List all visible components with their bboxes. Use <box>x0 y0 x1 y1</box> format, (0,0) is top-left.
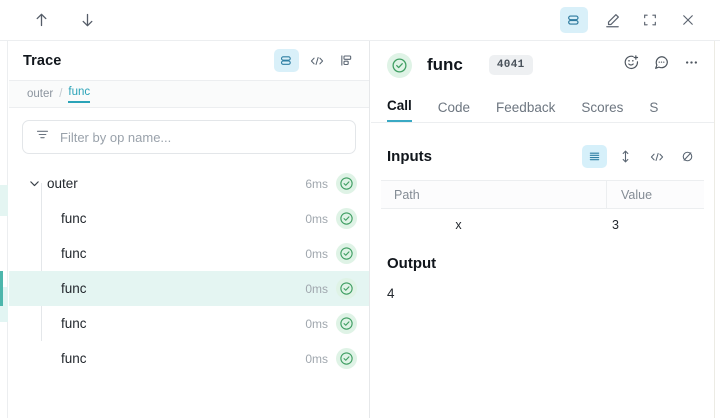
status-success-icon <box>336 173 357 194</box>
stacked-layers-icon[interactable] <box>560 7 588 33</box>
inputs-view-switcher <box>582 145 700 168</box>
filter-icon <box>35 127 50 147</box>
trace-panel: Trace outer / func <box>0 41 370 418</box>
cell-value: 3 <box>612 218 619 232</box>
status-success-icon <box>336 348 357 369</box>
trace-row-meta: 0ms <box>305 313 357 334</box>
breadcrumb-current[interactable]: func <box>68 86 91 103</box>
trace-row-meta: 0ms <box>305 243 357 264</box>
inputs-section-header: Inputs <box>371 123 714 168</box>
filter-container: Filter by op name... <box>9 108 369 164</box>
trace-row-duration: 0ms <box>305 316 328 331</box>
status-success-icon <box>336 208 357 229</box>
arrow-down-icon[interactable] <box>72 7 102 33</box>
filter-input[interactable]: Filter by op name... <box>22 120 356 154</box>
trace-row-func-1[interactable]: func 0ms <box>9 201 369 236</box>
trace-row-duration: 0ms <box>305 351 328 366</box>
trace-row-label: func <box>61 211 87 226</box>
flame-graph-icon[interactable] <box>334 49 359 72</box>
trace-view-switcher <box>274 49 359 72</box>
gutter-marker-selected <box>0 287 8 322</box>
trace-row-label: func <box>61 316 87 331</box>
trace-row-func-4[interactable]: func 0ms <box>9 306 369 341</box>
column-header-path: Path <box>394 187 420 202</box>
comment-icon[interactable] <box>653 54 670 76</box>
more-options-icon[interactable] <box>683 54 700 76</box>
left-gutter <box>0 41 8 418</box>
trace-row-label: func <box>61 351 87 366</box>
list-view-icon[interactable] <box>582 145 607 168</box>
breadcrumb: outer / func <box>9 81 369 108</box>
trace-row-outer[interactable]: outer 6ms <box>9 166 369 201</box>
pen-highlighter-icon[interactable] <box>598 7 626 33</box>
expand-vertical-icon[interactable] <box>613 145 638 168</box>
tab-scores[interactable]: Scores <box>581 100 624 115</box>
top-toolbar <box>0 0 720 41</box>
arrow-up-icon[interactable] <box>26 7 56 33</box>
call-detail-panel: func 4041 Call Code Feedback Scores S <box>371 41 714 418</box>
toolbar-nav-group <box>0 7 102 33</box>
call-header-actions <box>623 54 700 76</box>
tab-call[interactable]: Call <box>387 98 412 122</box>
panel-right-border <box>714 41 715 418</box>
status-success-icon <box>336 243 357 264</box>
add-reaction-icon[interactable] <box>623 54 640 76</box>
filter-placeholder: Filter by op name... <box>60 129 172 145</box>
close-icon[interactable] <box>674 7 702 33</box>
trace-row-func-3-selected[interactable]: func 0ms <box>0 271 369 306</box>
trace-row-duration: 0ms <box>305 211 328 226</box>
status-success-icon <box>336 313 357 334</box>
trace-row-meta: 0ms <box>305 278 357 299</box>
trace-row-label: func <box>61 246 87 261</box>
trace-row-func-2[interactable]: func 0ms <box>9 236 369 271</box>
output-value: 4 <box>387 286 395 301</box>
output-section: Output 4 <box>371 241 714 301</box>
trace-row-label: outer <box>47 176 78 191</box>
trace-row-meta: 0ms <box>305 208 357 229</box>
inputs-table: Path Value x 3 <box>381 180 704 241</box>
trace-row-duration: 0ms <box>305 281 328 296</box>
tab-summary-truncated[interactable]: S <box>649 100 659 115</box>
breadcrumb-separator: / <box>59 88 63 100</box>
trace-row-duration: 0ms <box>305 246 328 261</box>
gutter-marker <box>0 185 8 216</box>
trace-panel-title: Trace <box>23 52 62 69</box>
hide-eye-icon[interactable] <box>675 145 700 168</box>
table-row[interactable]: x 3 <box>381 209 704 241</box>
stacked-layers-icon[interactable] <box>274 49 299 72</box>
trace-row-duration: 6ms <box>305 176 328 191</box>
output-title: Output <box>387 255 437 272</box>
call-id-badge[interactable]: 4041 <box>488 55 533 75</box>
status-success-icon <box>336 278 357 299</box>
trace-row-label: func <box>61 281 87 296</box>
status-success-icon <box>387 52 412 78</box>
code-brackets-icon[interactable] <box>304 49 329 72</box>
tab-feedback[interactable]: Feedback <box>496 100 556 115</box>
code-brackets-icon[interactable] <box>644 145 669 168</box>
tab-code[interactable]: Code <box>437 100 471 115</box>
trace-tree: outer 6ms func 0ms func <box>0 166 369 376</box>
tree-guide-line <box>41 183 42 341</box>
inputs-title: Inputs <box>387 148 432 165</box>
inputs-table-header: Path Value <box>381 180 704 209</box>
trace-panel-header: Trace <box>9 41 369 81</box>
column-header-value: Value <box>606 180 704 209</box>
breadcrumb-parent[interactable]: outer <box>27 88 54 100</box>
trace-row-meta: 0ms <box>305 348 357 369</box>
call-detail-header: func 4041 <box>371 41 714 89</box>
trace-row-func-5[interactable]: func 0ms <box>9 341 369 376</box>
toolbar-actions-group <box>560 7 720 33</box>
call-name: func <box>427 55 463 74</box>
trace-row-meta: 6ms <box>305 173 357 194</box>
call-tabs: Call Code Feedback Scores S <box>371 89 714 123</box>
chevron-down-icon[interactable] <box>25 177 43 190</box>
cell-path: x <box>455 218 462 232</box>
expand-fullscreen-icon[interactable] <box>636 7 664 33</box>
